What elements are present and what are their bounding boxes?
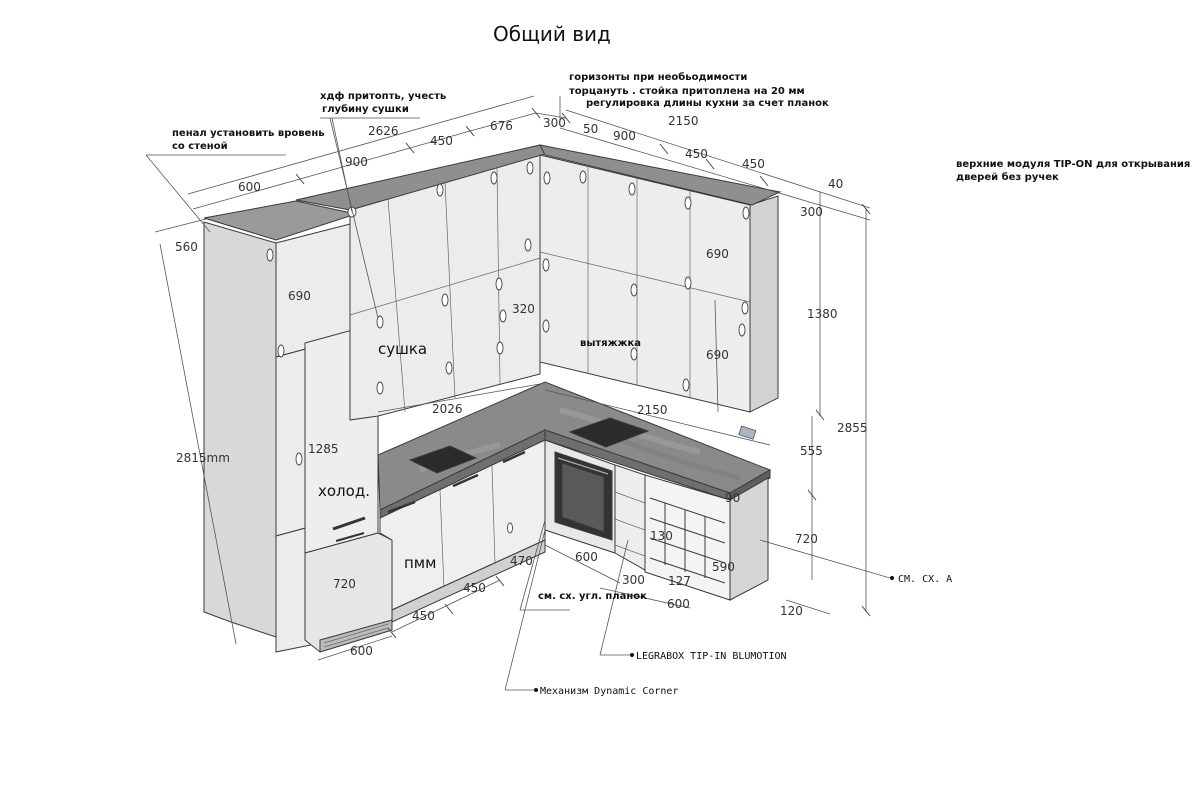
dim-450-bottom-b: 450 bbox=[412, 609, 435, 623]
svg-text:верхние модуля TIP-ON для откр: верхние модуля TIP-ON для открывания bbox=[956, 159, 1190, 170]
label-sushka: сушка bbox=[378, 340, 427, 358]
dim-450-top-left: 450 bbox=[430, 134, 453, 148]
dim-900-top-right: 900 bbox=[613, 129, 636, 143]
dimension-lines bbox=[154, 95, 871, 661]
dim-2026: 2026 bbox=[432, 402, 463, 416]
scheme-a-marker bbox=[890, 576, 894, 580]
note-tipon: верхние модуля TIP-ON для открывания две… bbox=[956, 159, 1190, 183]
dim-590: 590 bbox=[712, 560, 735, 574]
dim-600-bottom-right: 600 bbox=[667, 597, 690, 611]
legrabox-marker bbox=[630, 653, 634, 657]
dim-450-top-right-a: 450 bbox=[685, 147, 708, 161]
socket-box bbox=[738, 425, 757, 440]
upper-cabinets-left bbox=[295, 144, 546, 421]
dim-120: 120 bbox=[780, 604, 803, 618]
note-horizons: горизонты при необьодимости торцануть . … bbox=[569, 71, 805, 97]
dim-1285: 1285 bbox=[308, 442, 339, 456]
dim-676: 676 bbox=[490, 119, 513, 133]
svg-text:горизонты при необьодимости: горизонты при необьодимости bbox=[569, 71, 747, 83]
note-dynamic-corner: Механизм Dynamic Corner bbox=[540, 686, 678, 697]
svg-text:хдф притопть, учесть: хдф притопть, учесть bbox=[320, 90, 446, 102]
svg-text:пенал установить вровень: пенал установить вровень bbox=[172, 128, 325, 139]
dim-1380: 1380 bbox=[807, 307, 838, 321]
dim-2626: 2626 bbox=[368, 124, 399, 138]
dim-720-left: 720 bbox=[333, 577, 356, 591]
dim-600-bottom-left: 600 bbox=[350, 644, 373, 658]
dim-450-top-right-b: 450 bbox=[742, 157, 765, 171]
hob-left bbox=[408, 445, 478, 474]
dynamic-corner-marker bbox=[534, 688, 538, 692]
dim-40: 40 bbox=[828, 177, 843, 191]
label-vytyazhka: вытяжжка bbox=[580, 338, 641, 349]
note-scheme-a: СМ. СХ. А bbox=[898, 574, 952, 585]
dim-470: 470 bbox=[510, 554, 533, 568]
dim-320: 320 bbox=[512, 302, 535, 316]
note-hdf: хдф притопть, учесть глубину сушки bbox=[320, 90, 446, 115]
note-regulation: регулировка длины кухни за счет планок bbox=[586, 98, 829, 109]
dim-600-top-left: 600 bbox=[238, 180, 261, 194]
vent-grille bbox=[319, 619, 393, 653]
dim-2150-top: 2150 bbox=[668, 114, 699, 128]
dim-555: 555 bbox=[800, 444, 823, 458]
dim-90: 90 bbox=[725, 491, 740, 505]
dim-690-upper-a: 690 bbox=[706, 247, 729, 261]
dim-690-upper-b: 690 bbox=[706, 348, 729, 362]
dim-900-top-left: 900 bbox=[345, 155, 368, 169]
svg-text:глубину сушки: глубину сушки bbox=[322, 103, 409, 115]
dim-600-bottom-mid: 600 bbox=[575, 550, 598, 564]
svg-text:дверей без ручек: дверей без ручек bbox=[956, 171, 1059, 183]
note-legrabox: LEGRABOX TIP-IN BLUMOTION bbox=[636, 651, 787, 662]
label-pmm: пмм bbox=[404, 554, 436, 572]
note-corner-plank: см. сх. угл. планок bbox=[538, 591, 647, 602]
note-penal: пенал установить вровень со стеной bbox=[172, 128, 325, 152]
dim-300-top: 300 bbox=[543, 116, 566, 130]
dim-450-bottom-a: 450 bbox=[463, 581, 486, 595]
svg-text:со стеной: со стеной bbox=[172, 141, 228, 152]
dim-690-penal: 690 bbox=[288, 289, 311, 303]
wine-rack bbox=[649, 497, 726, 584]
dim-560: 560 bbox=[175, 240, 198, 254]
hob-right bbox=[568, 417, 650, 448]
dim-2855: 2855 bbox=[837, 421, 868, 435]
oven-cabinet bbox=[544, 439, 616, 554]
dim-2815: 2815mm bbox=[176, 451, 230, 465]
dim-50: 50 bbox=[583, 122, 598, 136]
svg-text:торцануть . стойка притоплена: торцануть . стойка притоплена на 20 мм bbox=[569, 86, 805, 97]
dim-127: 127 bbox=[668, 574, 691, 588]
drawing-title: Общий вид bbox=[493, 22, 611, 46]
label-holod: холод. bbox=[318, 482, 370, 500]
dimension-ticks bbox=[295, 107, 871, 639]
dim-300-side: 300 bbox=[800, 205, 823, 219]
lower-cabinets-right bbox=[614, 464, 769, 601]
dim-130: 130 bbox=[650, 529, 673, 543]
dim-300-bottom: 300 bbox=[622, 573, 645, 587]
dim-720-right: 720 bbox=[795, 532, 818, 546]
dimension-labels: 2626 450 676 300 50 2150 900 450 450 900… bbox=[175, 114, 868, 658]
leader-lines bbox=[145, 96, 891, 691]
upper-cabinets-right bbox=[539, 144, 782, 413]
dim-2150-counter: 2150 bbox=[637, 403, 668, 417]
